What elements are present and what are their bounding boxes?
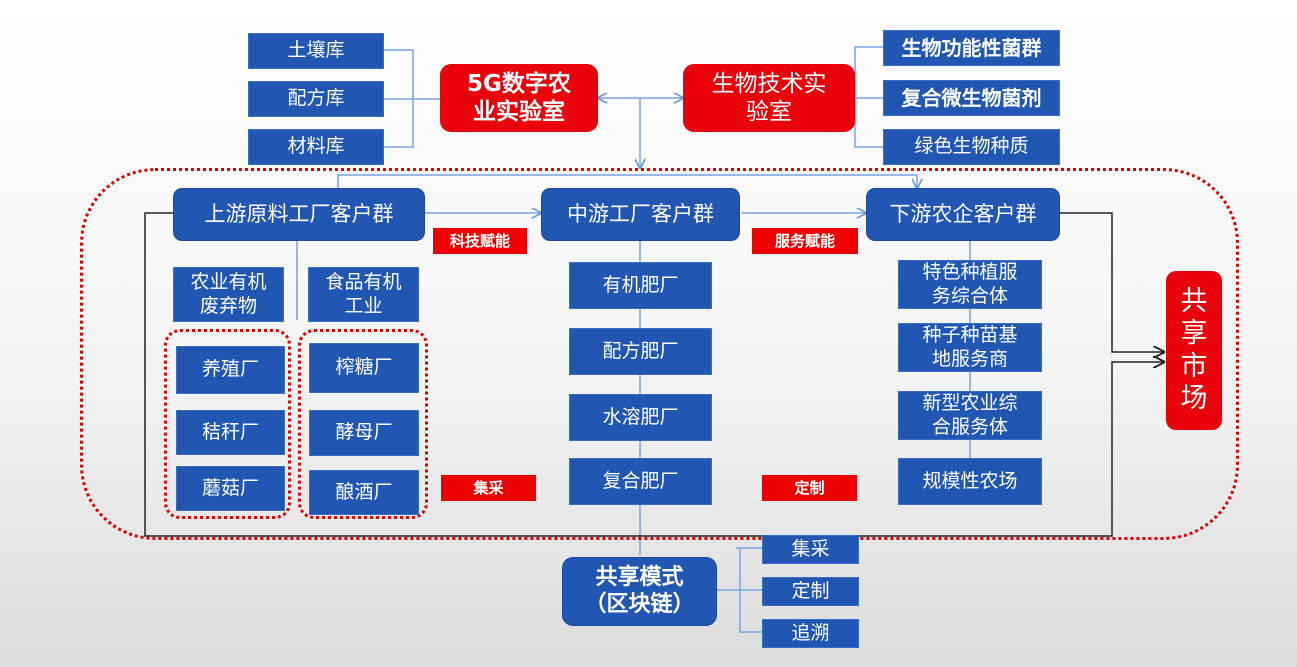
tag-collect: 集采 [441,475,536,501]
bio-lab: 生物技术实 验室 [683,64,855,132]
upstream-cat-food: 食品有机 工业 [308,267,419,322]
upstream-group: 上游原料工厂客户群 [173,188,425,241]
upstream-item: 酵母厂 [309,410,419,456]
bio-output-germplasm: 绿色生物种质 [883,129,1060,165]
upstream-right-group [298,329,428,519]
downstream-group: 下游农企客户群 [866,188,1060,241]
library-formula: 配方库 [248,81,384,117]
library-material: 材料库 [248,129,384,165]
tag-tech: 科技赋能 [433,228,527,254]
upstream-left-group [164,329,291,519]
midstream-item: 复合肥厂 [569,458,712,505]
downstream-item: 种子种苗基 地服务商 [898,323,1042,372]
midstream-group: 中游工厂客户群 [541,188,740,241]
library-soil: 土壤库 [248,33,384,69]
bio-bracket [854,46,883,148]
downstream-item: 特色种植服 务综合体 [898,260,1042,309]
right-loop [1060,212,1164,352]
upstream-item: 榨糖厂 [309,343,419,393]
downstream-item: 新型农业综 合服务体 [898,391,1042,440]
midstream-item: 水溶肥厂 [569,394,712,441]
upstream-item: 蘑菇厂 [176,466,285,511]
tag-custom: 定制 [762,475,857,501]
shared-market: 共 享 市 场 [1166,271,1222,430]
midstream-item: 有机肥厂 [569,262,712,309]
midstream-item: 配方肥厂 [569,328,712,375]
upstream-cat-waste: 农业有机 废弃物 [173,267,284,322]
upstream-item: 酿酒厂 [309,470,419,515]
mode-item-collect: 集采 [762,535,859,564]
mode-item-custom: 定制 [762,577,859,606]
bio-output-agent: 复合微生物菌剂 [883,80,1060,116]
tag-service: 服务赋能 [752,228,858,254]
upstream-item: 秸秆厂 [176,410,285,455]
downstream-item: 规模性农场 [898,458,1042,505]
bio-output-microbe: 生物功能性菌群 [883,30,1060,66]
digital-lab: 5G数字农 业实验室 [440,64,598,132]
shared-mode: 共享模式 （区块链） [562,557,717,626]
ecosystem-frame [80,168,1239,540]
upstream-item: 养殖厂 [176,346,285,394]
mode-item-trace: 追溯 [762,619,859,648]
